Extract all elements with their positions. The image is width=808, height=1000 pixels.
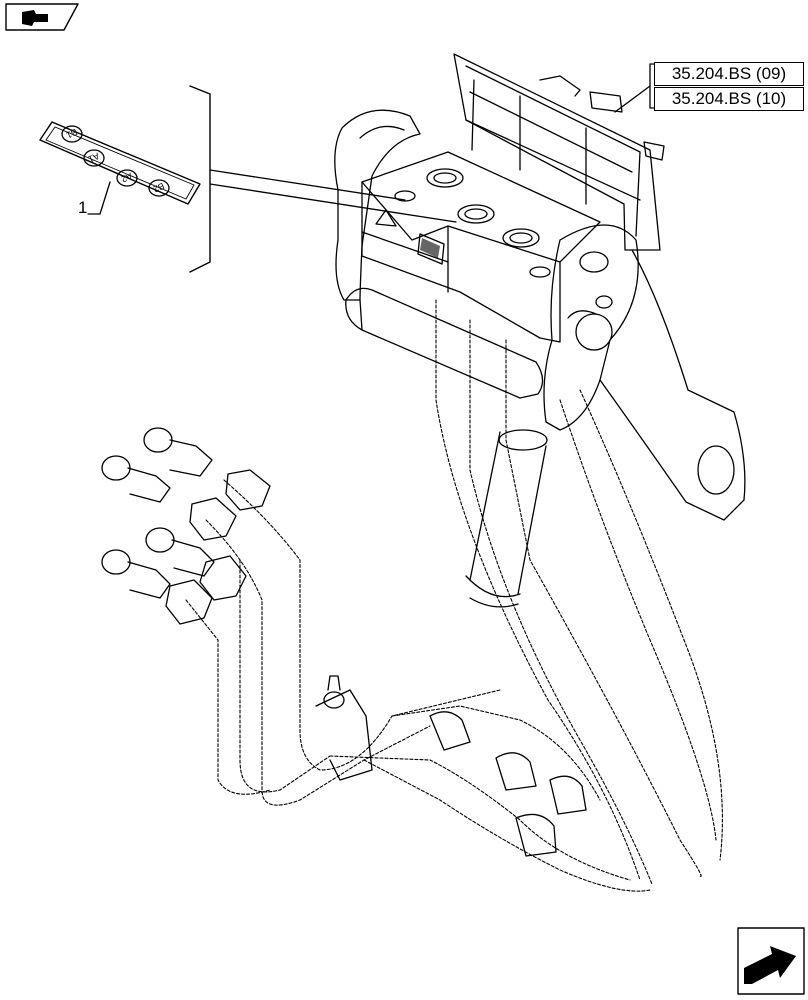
callout-leader-upper [209,169,406,201]
reference-link-09[interactable]: 35.204.BS (09) [654,62,804,86]
valve-assembly [334,53,665,431]
decal-label-circle [83,149,105,167]
decal-label-circle [148,179,170,197]
book-arrow-icon[interactable] [5,3,79,31]
decal-label-text: B2 [152,181,166,195]
callout-leader-lower [209,183,457,223]
item-number-1: 1 [78,198,88,217]
hose-fittings [429,711,587,857]
navigation-arrow-icon[interactable] [737,927,805,995]
reference-link-10[interactable]: 35.204.BS (10) [654,87,804,111]
decal-label-circle [116,169,138,187]
callout-bracket [189,85,211,273]
hydraulic-hoses [185,299,723,892]
decal-label-text: A1 [87,151,101,165]
item-leader [87,181,111,215]
drain-tube [465,429,548,608]
hose-clamp [315,675,373,781]
quick-couplers [101,427,271,625]
bracket-hole [697,445,735,495]
decal-label-text: A2 [120,171,134,185]
decal-part [39,121,201,205]
decal-label-circle [61,125,83,143]
mounting-bracket [599,249,746,521]
decal-label-text: B1 [65,127,79,141]
